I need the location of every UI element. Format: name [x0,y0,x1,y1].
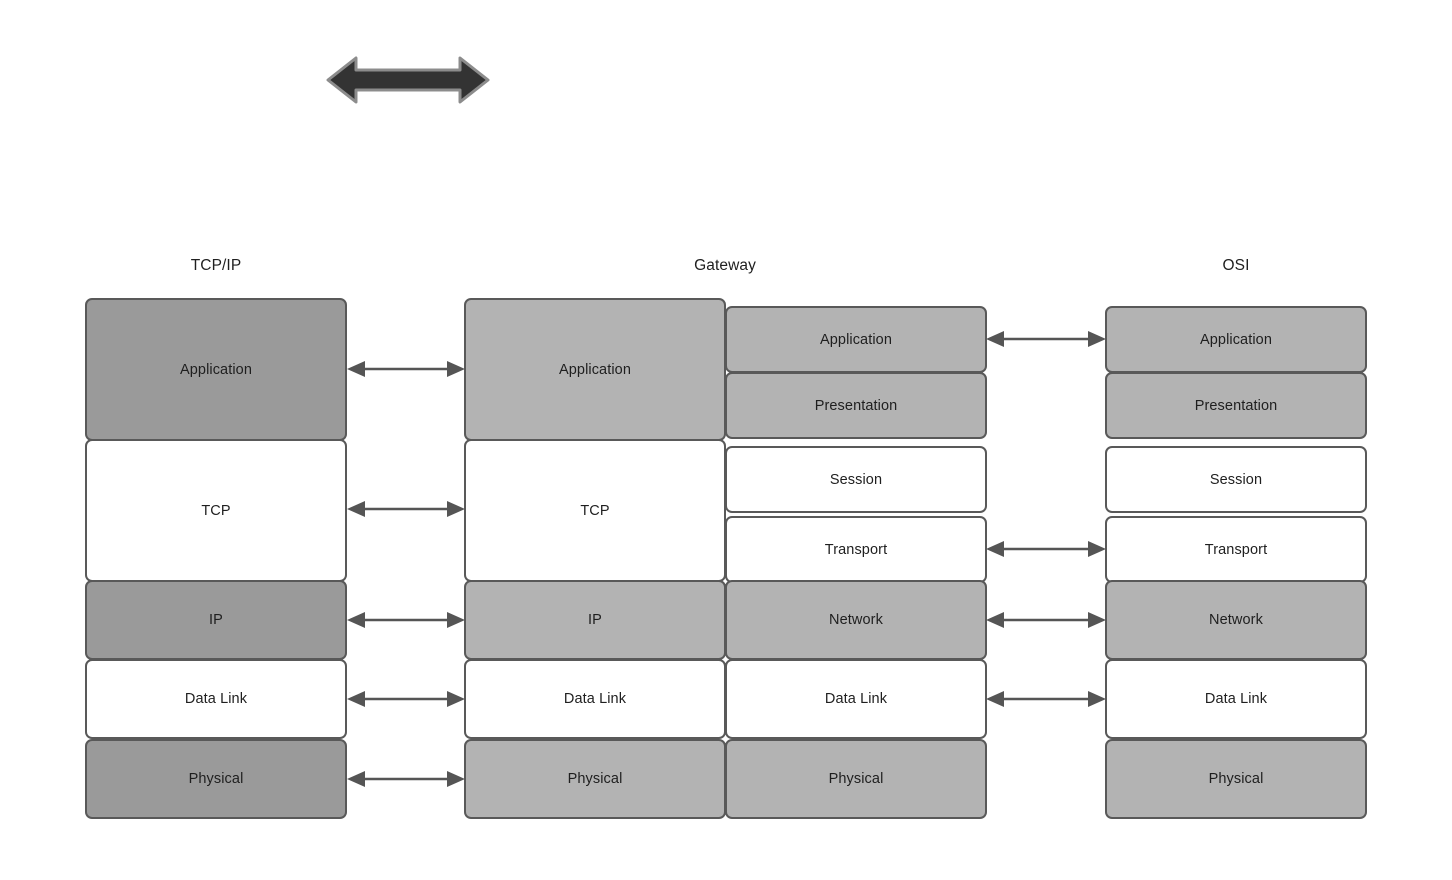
gateway-left-layer-physical[interactable]: Physical [464,739,726,819]
osi-layer-application[interactable]: Application [1105,306,1367,373]
gateway-left-layer-data-link[interactable]: Data Link [464,659,726,739]
connector-network-right [986,612,1106,628]
column-header-gateway: Gateway [694,257,756,274]
gateway-right-layer-session[interactable]: Session [725,446,987,513]
bidirectional-flow-arrow [326,56,490,104]
connector-physical-left [347,771,465,787]
gateway-left-layer-ip[interactable]: IP [464,580,726,660]
connector-tcp-left [347,501,465,517]
tcpip-layer-ip[interactable]: IP [85,580,347,660]
connector-application-left [347,361,465,377]
column-header-osi: OSI [1222,257,1250,274]
column-header-tcpip: TCP/IP [190,257,242,274]
tcpip-layer-physical[interactable]: Physical [85,739,347,819]
osi-layer-session[interactable]: Session [1105,446,1367,513]
tcpip-layer-data-link[interactable]: Data Link [85,659,347,739]
connector-data-link-left [347,691,465,707]
gateway-right-layer-presentation[interactable]: Presentation [725,372,987,439]
tcpip-layer-application[interactable]: Application [85,298,347,441]
gateway-left-layer-tcp[interactable]: TCP [464,439,726,582]
connector-transport-right [986,541,1106,557]
connector-ip-left [347,612,465,628]
osi-layer-physical[interactable]: Physical [1105,739,1367,819]
gateway-left-layer-application[interactable]: Application [464,298,726,441]
tcpip-layer-tcp[interactable]: TCP [85,439,347,582]
gateway-right-layer-network[interactable]: Network [725,580,987,660]
osi-layer-transport[interactable]: Transport [1105,516,1367,583]
gateway-right-layer-application[interactable]: Application [725,306,987,373]
osi-layer-data-link[interactable]: Data Link [1105,659,1367,739]
connector-data-link-right [986,691,1106,707]
osi-layer-network[interactable]: Network [1105,580,1367,660]
osi-layer-presentation[interactable]: Presentation [1105,372,1367,439]
connector-application-right [986,331,1106,347]
gateway-right-layer-transport[interactable]: Transport [725,516,987,583]
gateway-right-layer-physical[interactable]: Physical [725,739,987,819]
gateway-right-layer-data-link[interactable]: Data Link [725,659,987,739]
